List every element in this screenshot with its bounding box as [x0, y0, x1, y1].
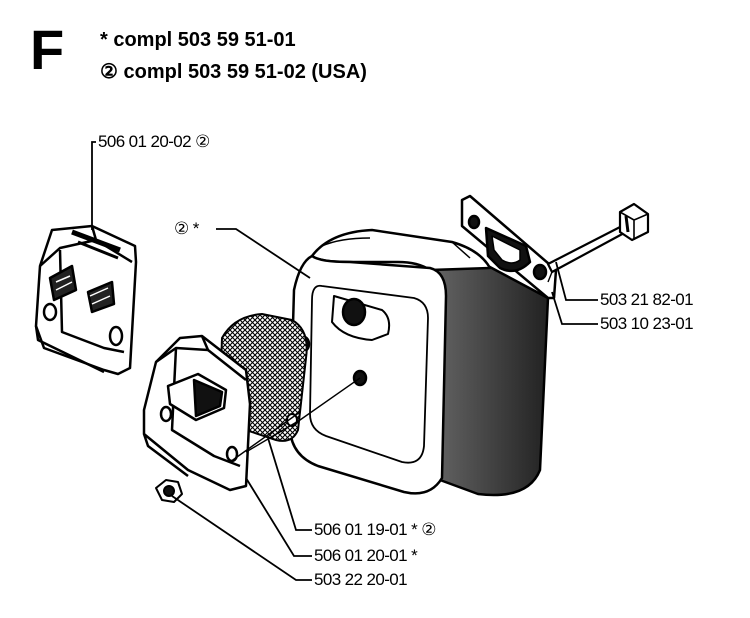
callout-front-cover-plate: 506 01 20-01 *	[314, 546, 418, 565]
rear-cover-plate	[34, 224, 138, 376]
kit-line-usa: ② compl 503 59 51-02 (USA)	[100, 61, 367, 83]
section-letter: F	[30, 18, 65, 81]
callout-marker: ② *	[174, 219, 199, 238]
muffler-bolt	[546, 202, 650, 274]
muffler-nut	[155, 479, 183, 503]
kit-line-standard: * compl 503 59 51-01	[100, 29, 296, 51]
assembly-lines	[229, 271, 553, 463]
callout-nut: 503 22 20-01	[314, 570, 408, 589]
muffler-body	[288, 228, 550, 497]
callout-rear-cover-plate: 506 01 20-02 ②	[98, 132, 210, 151]
callout-gasket: 503 10 23-01	[600, 314, 694, 333]
callout-screen: 506 01 19-01 * ②	[314, 520, 437, 539]
front-cover-plate	[142, 334, 252, 492]
leader-lines	[91, 141, 598, 581]
callout-bolt: 503 21 82-01	[600, 290, 694, 309]
